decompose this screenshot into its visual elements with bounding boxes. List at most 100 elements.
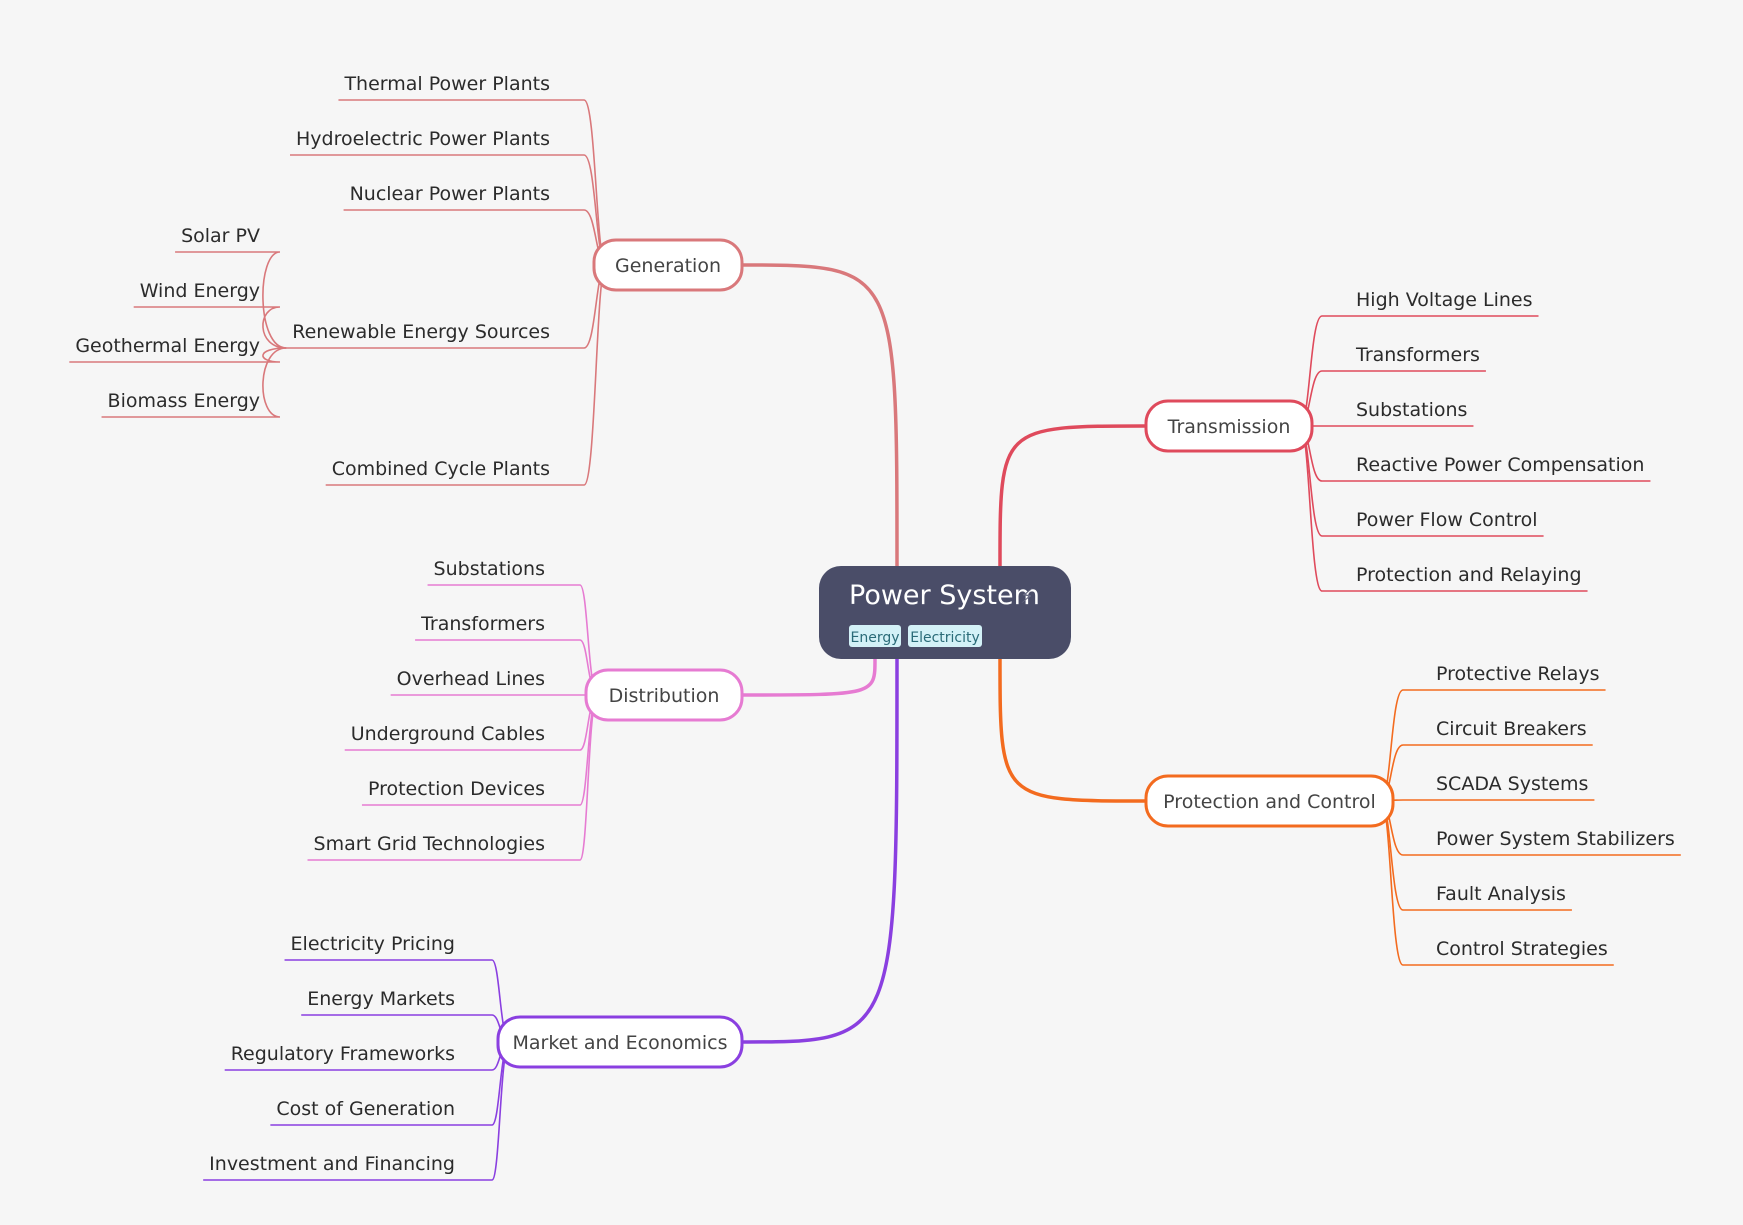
connector-protection (998, 658, 1147, 803)
leaf-label: Cost of Generation (276, 1098, 455, 1120)
branch-node-box (584, 668, 744, 722)
tag-electricity: Electricity (908, 625, 982, 647)
branch-node-transmission[interactable]: Transmission (1144, 399, 1314, 453)
leaf-transformers[interactable]: Transformers (1334, 344, 1486, 372)
branch-node-protection[interactable]: Protection and Control (1144, 774, 1395, 828)
connector-market (741, 658, 899, 1044)
leaf-label: Hydroelectric Power Plants (296, 128, 550, 150)
leaf-label: Underground Cables (351, 723, 545, 745)
leaf-label: Control Strategies (1436, 938, 1608, 960)
leaf-connector (262, 347, 287, 363)
leaf-high-voltage-lines[interactable]: High Voltage Lines (1334, 289, 1539, 317)
branch-node-box (496, 1015, 744, 1069)
leaf-connector (572, 264, 607, 486)
leaf-regulatory-frameworks[interactable]: Regulatory Frameworks (224, 1043, 480, 1071)
leaf-connector (262, 251, 287, 349)
branch-node-box (1144, 774, 1395, 828)
connector-generation (741, 263, 899, 567)
leaf-label: Overhead Lines (397, 668, 545, 690)
branch-protection: Protection and Control Protective RelaysC… (1144, 663, 1681, 966)
leaf-label: Combined Cycle Plants (332, 458, 550, 480)
leaf-protection-devices[interactable]: Protection Devices (361, 778, 568, 806)
leaf-electricity-pricing[interactable]: Electricity Pricing (284, 933, 480, 961)
leaf-label: Investment and Financing (209, 1153, 455, 1175)
leaf-label: Transformers (1355, 344, 1480, 366)
leaf-label: Circuit Breakers (1436, 718, 1587, 740)
leaf-label: Protective Relays (1436, 663, 1600, 685)
leaf-combined-cycle-plants[interactable]: Combined Cycle Plants (325, 458, 572, 486)
leaf-substations[interactable]: Substations (427, 558, 568, 586)
branch-transmission: Transmission High Voltage LinesTransforme… (1144, 289, 1651, 592)
branch-node-box (592, 238, 744, 292)
branch-distribution: Distribution SubstationsTransformersOverh… (307, 558, 744, 861)
leaf-connector (572, 99, 607, 266)
leaf-label: Electricity Pricing (291, 933, 455, 955)
leaf-label: Reactive Power Compensation (1356, 454, 1644, 476)
leaf-solar-pv[interactable]: Solar PV (175, 225, 266, 253)
leaf-investment-and-financing[interactable]: Investment and Financing (203, 1153, 480, 1181)
leaf-transformers[interactable]: Transformers (415, 613, 568, 641)
leaf-overhead-lines[interactable]: Overhead Lines (390, 668, 568, 696)
tag-background (908, 625, 982, 647)
leaf-label: High Voltage Lines (1356, 289, 1533, 311)
leaf-label: Smart Grid Technologies (314, 833, 545, 855)
leaf-label: Fault Analysis (1436, 883, 1566, 905)
branch-label: Protection and Control (1163, 791, 1376, 813)
leaf-scada-systems[interactable]: SCADA Systems (1415, 773, 1595, 801)
leaf-connector (1380, 800, 1415, 966)
leaf-label: Transformers (420, 613, 545, 635)
leaf-fault-analysis[interactable]: Fault Analysis (1415, 883, 1572, 911)
branch-node-market[interactable]: Market and Economics (496, 1015, 744, 1069)
leaf-connector (262, 306, 287, 349)
leaf-label: Energy Markets (307, 988, 455, 1010)
branch-label: Generation (615, 255, 721, 277)
branch-label: Distribution (609, 685, 720, 707)
leaf-power-flow-control[interactable]: Power Flow Control (1334, 509, 1544, 537)
leaf-label: SCADA Systems (1436, 773, 1588, 795)
tag-background (849, 625, 901, 647)
branch-label: Market and Economics (512, 1032, 727, 1054)
leaf-wind-energy[interactable]: Wind Energy (133, 280, 266, 308)
leaf-biomass-energy[interactable]: Biomass Energy (101, 390, 266, 418)
leaf-label: Geothermal Energy (75, 335, 260, 357)
leaf-connector (1299, 425, 1334, 592)
leaf-smart-grid-technologies[interactable]: Smart Grid Technologies (307, 833, 568, 861)
leaf-label: Biomass Energy (108, 390, 260, 412)
leaf-underground-cables[interactable]: Underground Cables (344, 723, 568, 751)
leaf-power-system-stabilizers[interactable]: Power System Stabilizers (1415, 828, 1681, 856)
leaf-energy-markets[interactable]: Energy Markets (301, 988, 480, 1016)
leaf-connector (568, 694, 599, 861)
branch-label: Transmission (1167, 416, 1291, 438)
leaf-label: Thermal Power Plants (343, 73, 550, 95)
leaf-hydroelectric-power-plants[interactable]: Hydroelectric Power Plants (290, 128, 572, 156)
leaf-label: Wind Energy (140, 280, 260, 302)
leaf-label: Substations (434, 558, 545, 580)
leaf-label: Protection Devices (368, 778, 545, 800)
leaf-protective-relays[interactable]: Protective Relays (1415, 663, 1606, 691)
tag-label: Electricity (910, 630, 980, 646)
leaf-reactive-power-compensation[interactable]: Reactive Power Compensation (1334, 454, 1651, 482)
leaf-thermal-power-plants[interactable]: Thermal Power Plants (338, 73, 572, 101)
branch-node-generation[interactable]: Generation (592, 238, 744, 292)
tag-energy: Energy (849, 625, 901, 647)
lightning-icon: ⚡ (1020, 584, 1034, 608)
leaf-label: Regulatory Frameworks (231, 1043, 455, 1065)
tag-label: Energy (850, 630, 899, 646)
connector-transmission (998, 424, 1147, 567)
leaf-control-strategies[interactable]: Control Strategies (1415, 938, 1614, 966)
leaf-protection-and-relaying[interactable]: Protection and Relaying (1334, 564, 1588, 592)
leaf-nuclear-power-plants[interactable]: Nuclear Power Plants (343, 183, 572, 211)
leaf-label: Solar PV (181, 225, 260, 247)
leaf-cost-of-generation[interactable]: Cost of Generation (270, 1098, 480, 1126)
leaf-label: Substations (1356, 399, 1467, 421)
leaf-circuit-breakers[interactable]: Circuit Breakers (1415, 718, 1593, 746)
branch-node-box (1144, 399, 1314, 453)
leaf-label: Nuclear Power Plants (350, 183, 550, 205)
branch-node-distribution[interactable]: Distribution (584, 668, 744, 722)
leaf-substations[interactable]: Substations (1334, 399, 1474, 427)
branch-generation: Generation Thermal Power PlantsHydroelect… (69, 73, 744, 486)
leaf-geothermal-energy[interactable]: Geothermal Energy (69, 335, 266, 363)
